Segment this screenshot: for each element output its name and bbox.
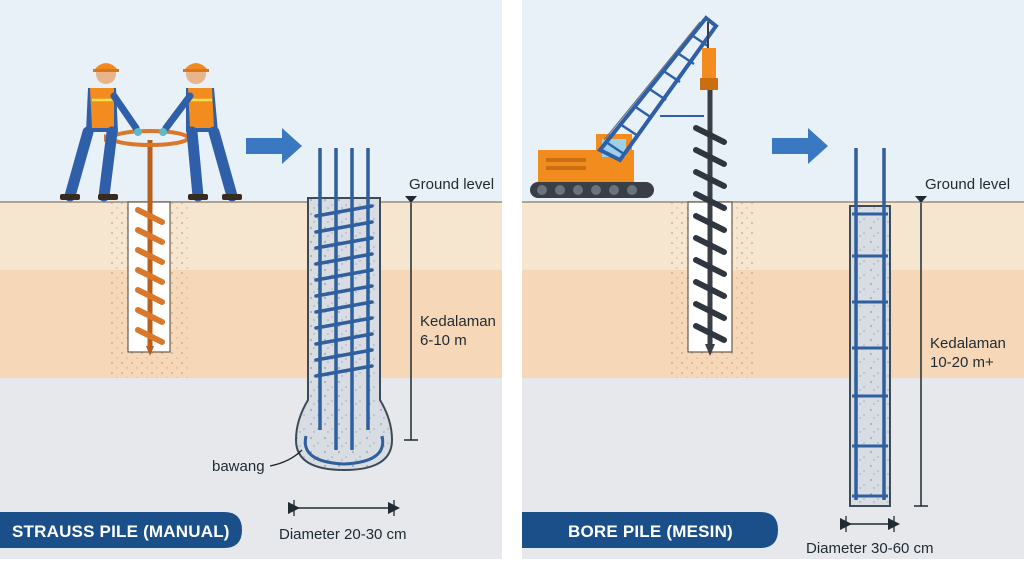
left-banner-text: STRAUSS PILE (MANUAL) xyxy=(12,522,230,541)
right-diameter-label: Diameter 30-60 cm xyxy=(806,540,934,557)
right-banner xyxy=(522,512,778,548)
arrow-right-icon xyxy=(246,128,302,164)
right-panel: Ground level Kedalaman 10-20 m+ Diameter… xyxy=(522,0,1024,559)
arrow-right-icon xyxy=(772,128,828,164)
panel-divider xyxy=(502,0,522,559)
right-depth-label: Kedalaman xyxy=(930,335,1006,352)
rebar-cage-icon xyxy=(294,148,394,472)
right-soil-mid xyxy=(522,270,1024,378)
right-soil-top xyxy=(522,202,1024,270)
concrete-pile-icon xyxy=(849,148,891,507)
left-banner xyxy=(0,512,242,548)
left-depth-value: 6-10 m xyxy=(420,332,467,349)
right-ground-marker xyxy=(915,196,927,203)
left-depth-label: Kedalaman xyxy=(420,313,496,330)
left-diameter-label: Diameter 20-30 cm xyxy=(279,526,407,543)
crane-icon xyxy=(530,15,719,198)
right-banner-text: BORE PILE (MESIN) xyxy=(568,522,733,541)
left-soil-mid xyxy=(0,270,502,378)
left-ground-marker xyxy=(405,196,417,203)
worker-icon xyxy=(60,63,142,202)
right-depth-value: 10-20 m+ xyxy=(930,354,994,371)
left-soil-top xyxy=(0,202,502,270)
worker-icon xyxy=(159,63,242,202)
bulb-label: bawang xyxy=(212,458,265,475)
machine-auger-icon xyxy=(693,90,727,356)
right-ground-label: Ground level xyxy=(925,176,1010,193)
left-ground-label: Ground level xyxy=(409,176,494,193)
left-panel: Ground level Kedalaman 6-10 m bawang Dia… xyxy=(0,0,502,559)
